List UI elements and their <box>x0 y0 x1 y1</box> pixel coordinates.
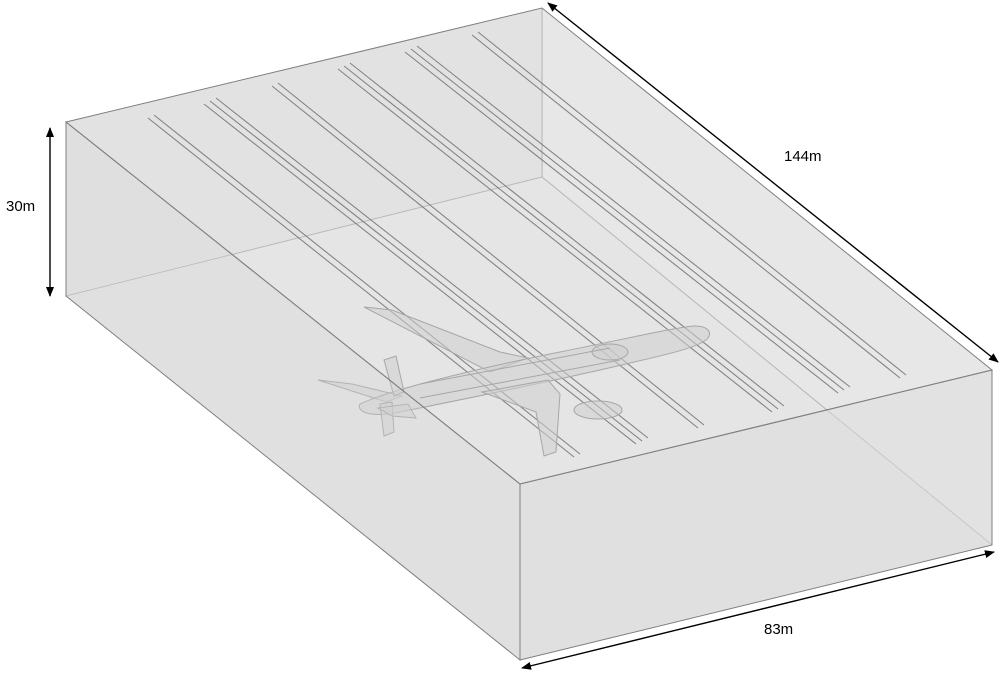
slot-2 <box>203 97 649 445</box>
aircraft-stabilizer-near <box>376 403 417 419</box>
aircraft-far-wing <box>363 306 530 373</box>
aircraft-near-wing <box>480 379 561 457</box>
width-arrow <box>521 550 995 670</box>
box-back-face <box>66 8 542 296</box>
dimension-arrows <box>46 2 999 670</box>
box-top-face <box>64 7 994 485</box>
width-label: 83m <box>764 621 794 638</box>
aircraft-engine-near <box>573 400 623 420</box>
length-label: 144m <box>784 148 822 165</box>
slot-3 <box>271 82 705 429</box>
length-arrow <box>547 2 999 363</box>
height-label: 30m <box>6 198 36 215</box>
